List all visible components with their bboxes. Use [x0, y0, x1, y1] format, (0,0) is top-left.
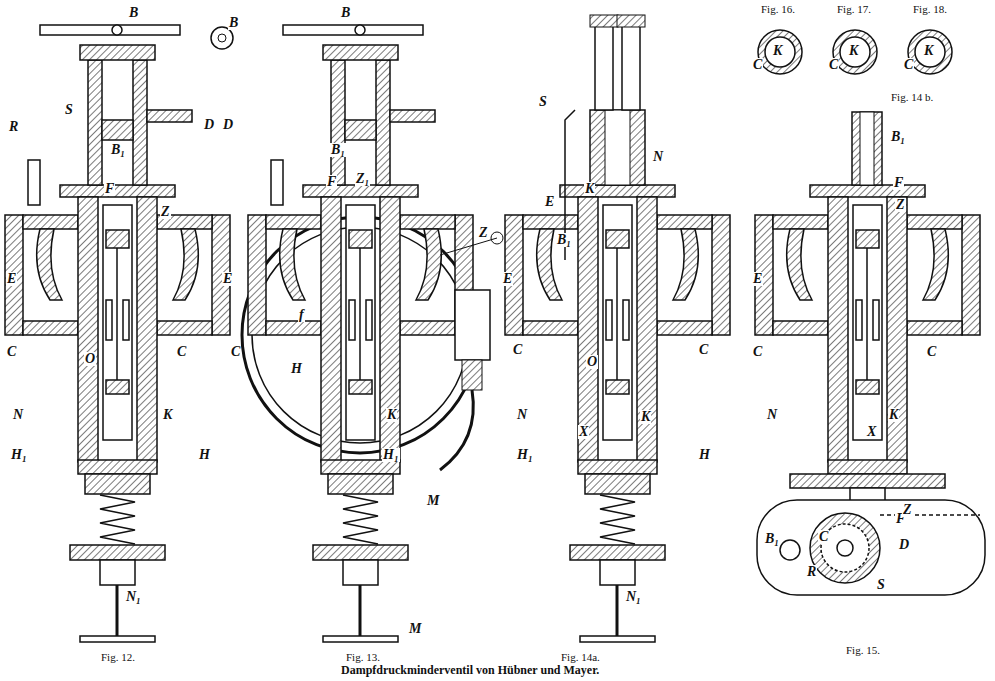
part-letter: N	[652, 150, 664, 164]
figure-number: Fig. 16.	[760, 4, 796, 15]
figure-12	[5, 25, 233, 642]
figures-16-18	[758, 30, 952, 74]
part-letter: H₁	[382, 448, 400, 462]
figure-number: Fig. 17.	[836, 4, 872, 15]
part-letter: S	[538, 95, 548, 109]
part-letter: F	[893, 176, 904, 190]
part-letter: R	[806, 565, 817, 579]
part-letter: C	[752, 58, 763, 72]
part-letter: X	[578, 425, 589, 439]
part-letter: B	[340, 6, 351, 20]
part-letter: C	[698, 343, 709, 357]
part-letter: N	[516, 408, 528, 422]
part-letter: O	[586, 355, 598, 369]
part-letter: O	[84, 352, 96, 366]
part-letter: M	[426, 494, 440, 508]
part-letter: K	[848, 44, 859, 58]
part-letter: K	[923, 44, 934, 58]
part-letter: H	[198, 448, 211, 462]
part-letter: S	[64, 103, 74, 117]
part-letter: C	[903, 58, 914, 72]
part-letter: K	[888, 408, 899, 422]
part-letter: C	[818, 530, 829, 544]
part-letter: C	[6, 345, 17, 359]
part-letter: N₁	[625, 590, 642, 604]
part-letter: D	[898, 538, 910, 552]
part-letter: D	[222, 118, 234, 132]
figure-number: Fig. 13.	[345, 652, 381, 663]
part-letter: N	[766, 408, 778, 422]
part-letter: B₁	[330, 143, 346, 157]
part-letter: B	[128, 6, 139, 20]
part-letter: Z₁	[355, 172, 370, 186]
figure-number: Fig. 15.	[845, 645, 881, 656]
figure-14b	[755, 112, 980, 510]
part-letter: K	[162, 408, 173, 422]
part-letter: B₁	[556, 233, 572, 247]
part-letter: Z	[160, 205, 171, 219]
part-letter: F	[326, 175, 337, 189]
part-letter: C	[512, 343, 523, 357]
part-letter: C	[752, 345, 763, 359]
caption: Dampfdruckminderventil von Hübner und Ma…	[341, 664, 599, 676]
part-letter: C	[926, 345, 937, 359]
part-letter: M	[408, 622, 422, 636]
part-letter: H₁	[10, 448, 28, 462]
part-letter: S	[876, 578, 886, 592]
part-letter: H	[698, 448, 711, 462]
part-letter: C	[176, 345, 187, 359]
part-letter: E	[544, 195, 555, 209]
part-letter: E	[222, 272, 233, 286]
part-letter: Z	[895, 198, 906, 212]
part-letter: B	[228, 16, 239, 30]
part-letter: F	[104, 182, 115, 196]
part-letter: K	[584, 182, 595, 196]
part-letter: B₁	[110, 143, 126, 157]
figure-15	[757, 500, 985, 595]
figure-number: Fig. 14 b.	[890, 92, 934, 103]
part-letter: Z	[902, 503, 913, 517]
figure-number: Fig. 14a.	[560, 652, 601, 663]
part-letter: X	[866, 425, 877, 439]
part-letter: N₁	[125, 590, 142, 604]
part-letter: E	[502, 272, 513, 286]
part-letter: D	[203, 118, 215, 132]
part-letter: R	[8, 120, 19, 134]
part-letter: K	[386, 408, 397, 422]
part-letter: N	[12, 408, 24, 422]
part-letter: Z	[478, 226, 489, 240]
part-letter: B₁	[890, 130, 906, 144]
figure-14a	[505, 15, 730, 642]
part-letter: B₁	[764, 532, 780, 546]
part-letter: E	[752, 272, 763, 286]
figure-number: Fig. 12.	[100, 652, 136, 663]
part-letter: K	[640, 410, 651, 424]
part-letter: H₁	[516, 448, 534, 462]
part-letter: E	[6, 272, 17, 286]
part-letter: C	[828, 58, 839, 72]
figure-number: Fig. 18.	[912, 4, 948, 15]
part-letter: H	[290, 362, 303, 376]
part-letter: C	[230, 345, 241, 359]
part-letter: f	[298, 308, 305, 322]
part-letter: K	[772, 44, 783, 58]
figure-13	[242, 25, 503, 642]
